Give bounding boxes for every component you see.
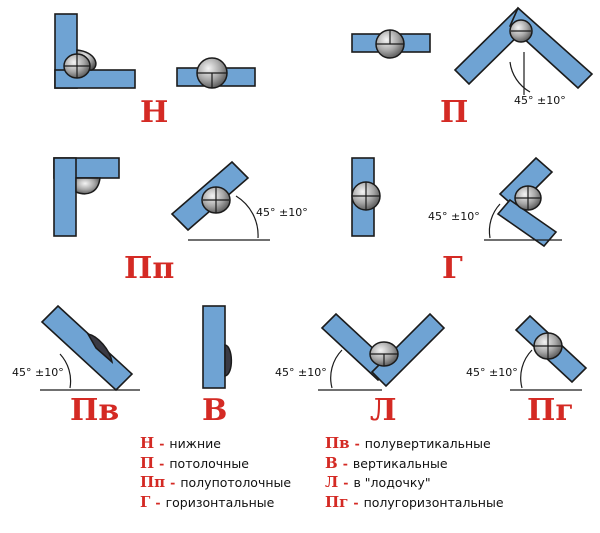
position-pv-figure [40, 304, 140, 392]
weld-bead [533, 332, 563, 360]
position-n-figure-2 [176, 57, 256, 89]
inclined-plate [40, 304, 134, 392]
angle-label-l: 45° ±10° [275, 366, 327, 379]
angle-label-p: 45° ±10° [514, 94, 566, 107]
legend-code: Пв [325, 434, 350, 452]
position-g-figure-1 [351, 157, 381, 237]
code-label-l: Л [370, 393, 397, 428]
code-label-pv: Пв [70, 393, 119, 428]
position-l-figure [318, 312, 446, 391]
position-p-figure-1 [351, 29, 431, 59]
right-inclined-plate [370, 312, 446, 388]
weld-bead [351, 181, 381, 211]
code-label-g: Г [442, 251, 463, 286]
lower-inclined-plate [496, 198, 558, 248]
legend-left-column: Н - нижние П - потолочные Пп - полупотол… [140, 434, 291, 512]
legend-item: Пг - полугоризонтальные [325, 492, 504, 511]
weld-bead [201, 186, 231, 214]
legend-code: Пп [140, 473, 166, 491]
weld-bead [224, 344, 233, 377]
legend-code: В [325, 453, 338, 472]
angle-label-pp: 45° ±10° [256, 206, 308, 219]
angle-label-g: 45° ±10° [428, 210, 480, 223]
vertical-plate [53, 157, 77, 237]
legend-item: П - потолочные [140, 453, 249, 472]
legend-text: потолочные [169, 455, 249, 471]
legend-text: вертикальные [352, 455, 448, 471]
legend-item: В - вертикальные [325, 453, 448, 472]
code-label-p: П [440, 95, 468, 130]
legend-text: в "лодочку" [353, 475, 431, 490]
legend-code: Л [325, 473, 339, 491]
angle-arc [509, 61, 531, 93]
angle-label-pg: 45° ±10° [466, 366, 518, 379]
legend-item: Л - в "лодочку" [325, 473, 431, 491]
legend-item: Пп - полупотолочные [140, 473, 292, 491]
legend-code: Н [140, 434, 155, 452]
position-p-figure-2 [453, 6, 594, 95]
weld-bead [375, 29, 405, 59]
legend-code: П [140, 453, 155, 472]
position-pp-figure-2 [170, 160, 270, 241]
weld-bead [63, 49, 97, 79]
code-label-pg: Пг [527, 393, 574, 428]
position-n-figure-1 [54, 13, 136, 89]
weld-bead [86, 332, 114, 364]
code-label-n: Н [140, 95, 168, 130]
legend-code: Г [140, 492, 151, 511]
position-pg-figure [510, 314, 588, 391]
legend-text: полупотолочные [180, 475, 292, 490]
position-g-figure-2 [484, 156, 562, 248]
angle-arc [235, 195, 259, 239]
weld-bead [509, 19, 533, 43]
legend-text: полувертикальные [364, 436, 491, 451]
weld-bead [514, 185, 542, 211]
weld-bead [196, 57, 228, 89]
position-pp-figure-1 [53, 157, 120, 237]
angle-arc [488, 203, 501, 239]
legend-item: Н - нижние [140, 434, 221, 452]
position-v-figure [202, 305, 233, 389]
vertical-plate [202, 305, 226, 389]
legend-item: Пв - полувертикальные [325, 434, 491, 452]
legend-code: Пг [325, 492, 349, 511]
legend-right-column: Пв - полувертикальные В - вертикальные Л… [325, 434, 504, 512]
legend-text: полугоризонтальные [363, 494, 504, 510]
angle-arc [330, 349, 343, 389]
code-label-pp: Пп [124, 251, 174, 286]
angle-arc [59, 353, 72, 389]
legend-text: нижние [169, 436, 221, 451]
code-label-v: В [202, 393, 227, 428]
legend-item: Г - горизонтальные [140, 492, 275, 511]
weld-bead [75, 177, 101, 195]
angle-arc [520, 349, 533, 389]
weld-bead [369, 341, 399, 367]
angle-label-pv: 45° ±10° [12, 366, 64, 379]
legend-text: горизонтальные [165, 494, 275, 510]
